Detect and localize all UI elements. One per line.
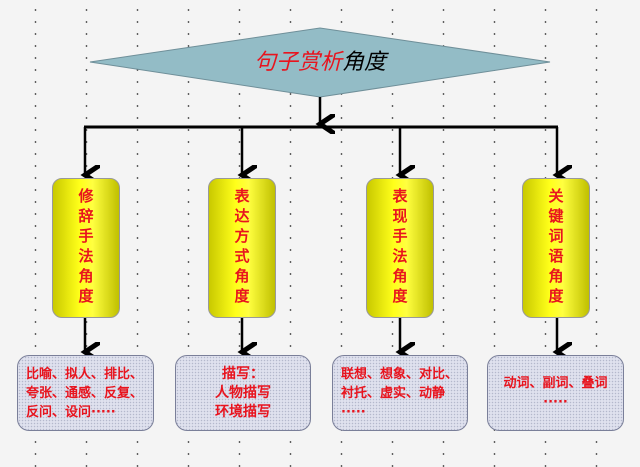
detail-rhetoric: 比喻、拟人、排比、夸张、通感、反复、反问、设问····· bbox=[17, 355, 154, 431]
category-rhetoric: 修辞手法角度 bbox=[52, 178, 120, 318]
detail-keywords: 动词、副词、叠词····· bbox=[487, 355, 624, 431]
root-title: 句子赏析角度 bbox=[253, 50, 387, 75]
detail-technique: 联想、想象、对比、衬托、虚实、动静····· bbox=[332, 355, 468, 431]
category-technique: 表现手法角度 bbox=[366, 178, 434, 318]
category-expression: 表达方式角度 bbox=[208, 178, 276, 318]
root-diamond bbox=[89, 27, 551, 98]
detail-expression: 描写： 人物描写 环境描写 bbox=[175, 355, 311, 431]
category-keywords: 关键词语角度 bbox=[522, 178, 590, 318]
